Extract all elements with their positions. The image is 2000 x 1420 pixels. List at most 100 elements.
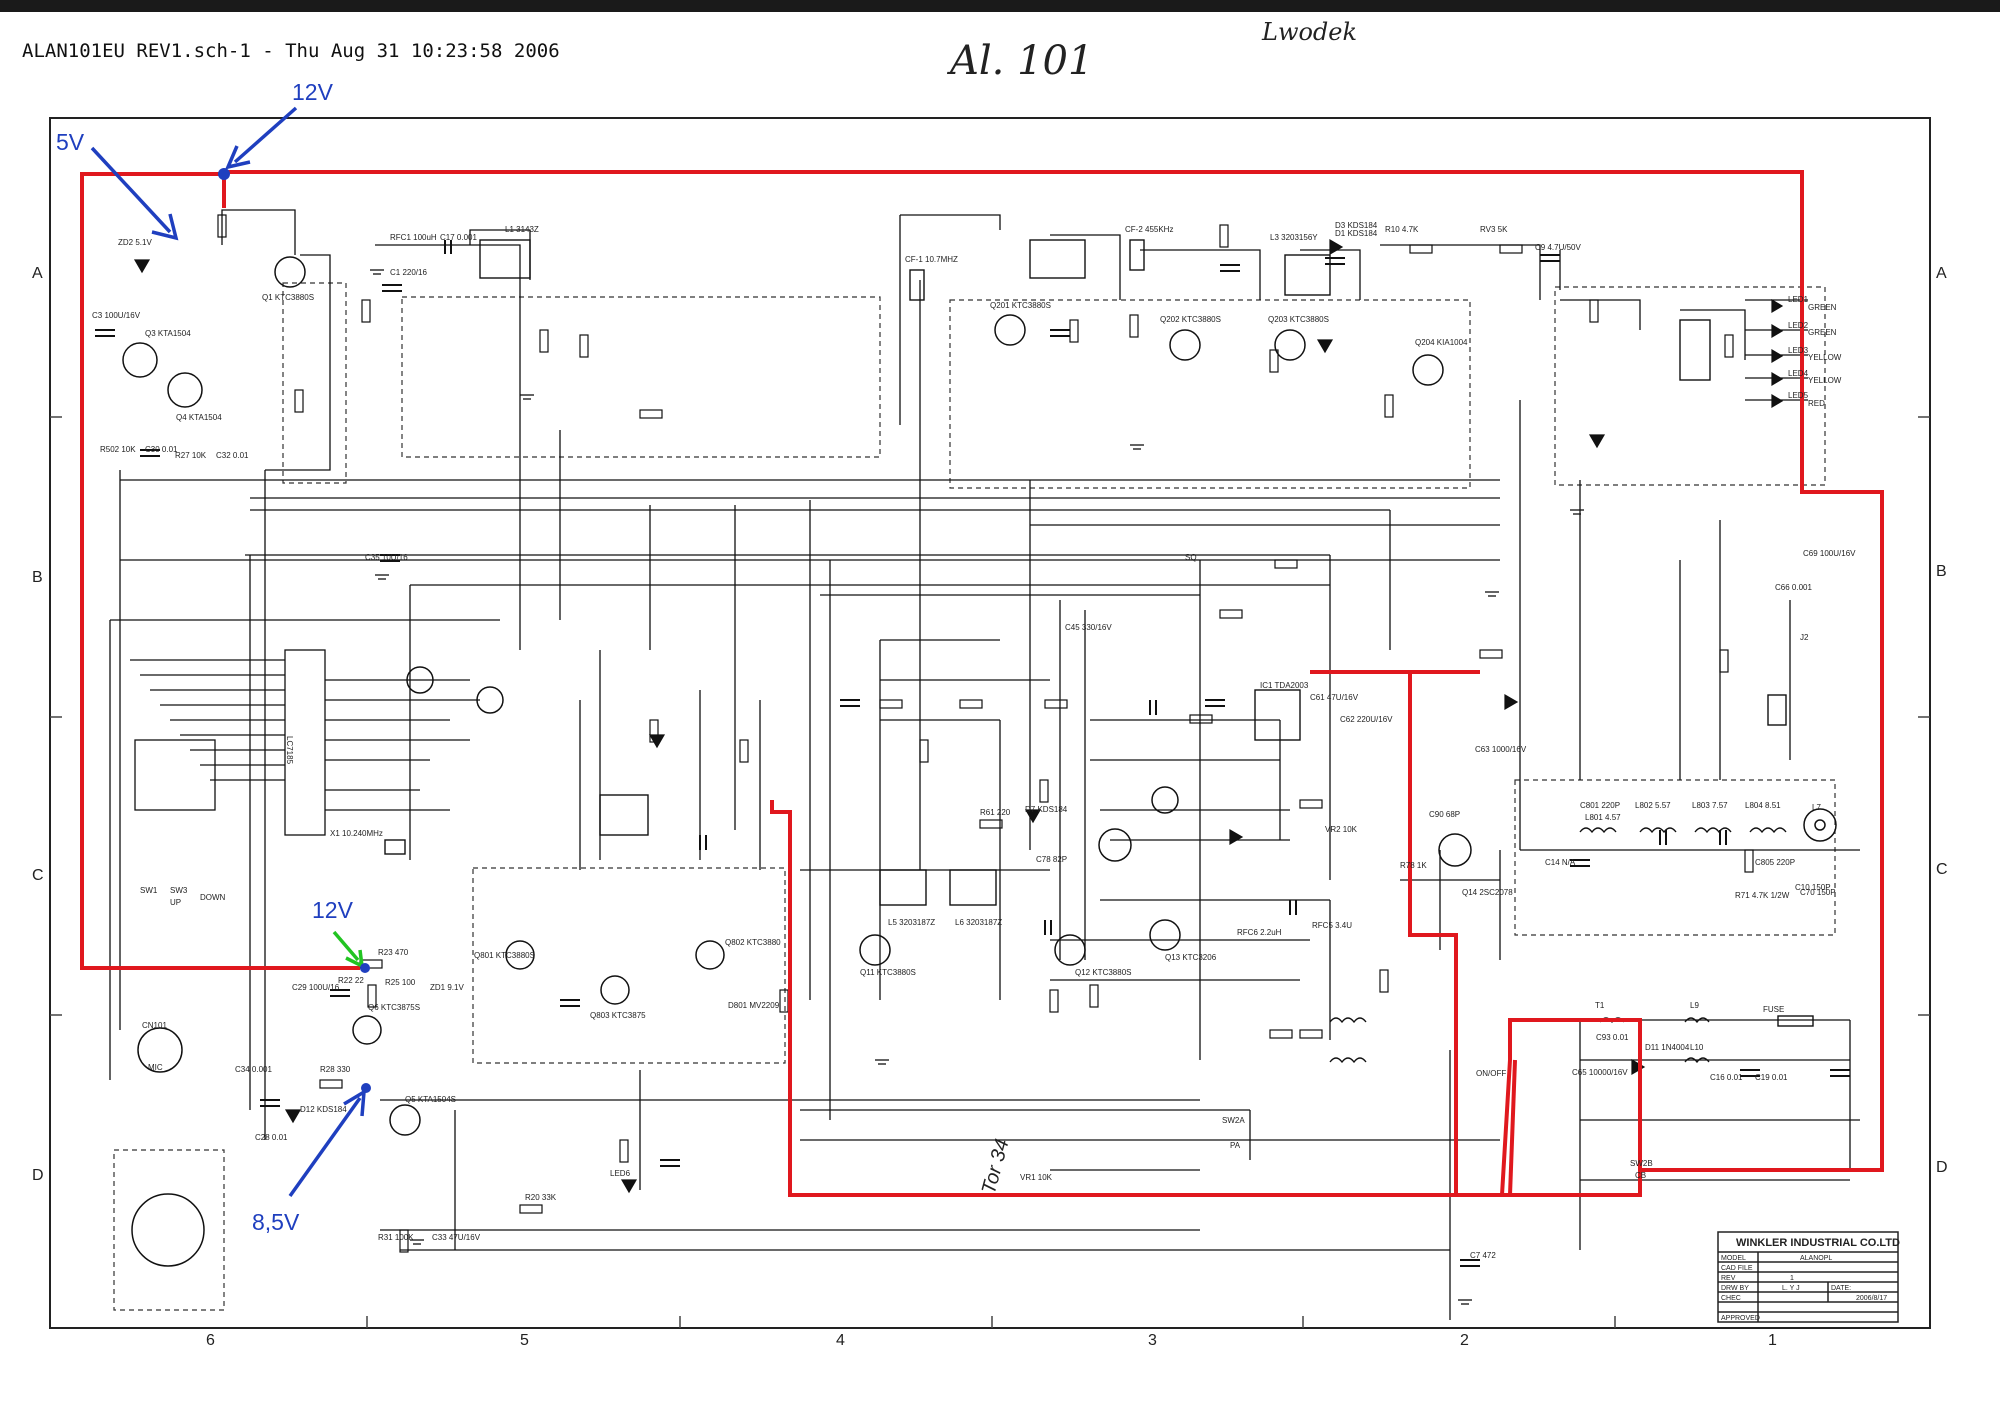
row-label-left: C: [32, 867, 44, 884]
transistor-q4: [167, 372, 203, 408]
red-power-traces: [80, 170, 1884, 1197]
drawing-frame: [49, 117, 1931, 1329]
row-label-left: D: [32, 1167, 44, 1184]
part-label: SW2A: [1222, 1116, 1245, 1125]
part-label: C90 68P: [1429, 810, 1460, 819]
part-label: D1 KDS184: [1335, 229, 1378, 238]
led-color: YELLOW: [1808, 353, 1842, 362]
part-label: X1 10.240MHz: [330, 829, 383, 838]
transistor-q3: [122, 342, 158, 378]
part-label: C45 330/16V: [1065, 623, 1112, 632]
transistor-q6: [389, 1104, 421, 1136]
resistor: [979, 819, 1003, 829]
led-1: [1771, 298, 1784, 314]
col-label: 6: [206, 1332, 215, 1349]
transistor-q5: [352, 1015, 382, 1045]
resistor: [399, 1229, 409, 1253]
part-label: L1 3143Z: [505, 225, 539, 234]
part-label: L802 5.57: [1635, 801, 1671, 810]
switch-label: ON/OFF: [1476, 1069, 1506, 1078]
part-label: CB: [1635, 1171, 1646, 1180]
col-label: 2: [1460, 1332, 1469, 1349]
part-label: C7 472: [1470, 1251, 1496, 1260]
resistor: [1274, 559, 1298, 569]
led-name: LED1: [1788, 295, 1809, 304]
resistor: [1589, 299, 1599, 323]
transistor-q14: [1438, 833, 1472, 867]
part-label: C14 N/A: [1545, 858, 1576, 867]
diode-d5: [648, 734, 666, 749]
part-label: IC1 TDA2003: [1260, 681, 1309, 690]
node-85v: [361, 1083, 371, 1093]
diode-d12: [284, 1109, 302, 1124]
label-5v: 5V: [56, 129, 85, 155]
resistor: [294, 389, 304, 413]
filter-cf1: [909, 269, 925, 301]
part-label: C78 82P: [1036, 855, 1067, 864]
part-label: R28 330: [320, 1065, 351, 1074]
part-label: Q202 KTC3880S: [1160, 315, 1221, 324]
part-label: C10 150P: [1795, 883, 1831, 892]
resistor: [217, 214, 227, 238]
transistor-q9: [1098, 828, 1132, 862]
led6: [620, 1179, 638, 1194]
coil-l6: [949, 869, 997, 906]
drawn-label: DRW BY: [1721, 1285, 1749, 1292]
resistor: [1069, 319, 1079, 343]
antenna-connector-inner: [1814, 819, 1826, 831]
coil-l5: [879, 869, 927, 906]
col-label: 4: [836, 1332, 845, 1349]
arrow-12v-top: [233, 106, 298, 164]
resistor: [619, 1139, 629, 1163]
part-label: C63 1000/16V: [1475, 745, 1527, 754]
part-label: LED6: [610, 1169, 631, 1178]
row-label-right: A: [1936, 265, 1947, 282]
label-12v-top: 12V: [292, 79, 334, 105]
arrow-85v: [288, 1096, 362, 1198]
diode-d10: [1504, 693, 1519, 711]
part-label: SW1: [140, 886, 158, 895]
coil-l1: [479, 239, 531, 279]
date-value: 2006/8/17: [1856, 1295, 1887, 1302]
if-block: [949, 299, 1471, 489]
part-label: R31 100K: [378, 1233, 414, 1242]
resistor-symbols: [217, 214, 1754, 1253]
led-name: LED5: [1788, 391, 1809, 400]
part-label: CF-1 10.7MHZ: [905, 255, 958, 264]
part-label: C3 100U/16V: [92, 311, 141, 320]
part-label: C61 47U/16V: [1310, 693, 1359, 702]
diode-d301: [1588, 434, 1606, 449]
row-label-left: A: [32, 265, 43, 282]
part-label: Q4 KTA1504: [176, 413, 222, 422]
led-2: [1771, 323, 1784, 339]
resistor: [1219, 224, 1229, 248]
row-label-right: D: [1936, 1159, 1948, 1176]
model-label: MODEL: [1721, 1255, 1746, 1262]
arrow-12v-top-head: [225, 145, 251, 170]
transistor-symbols: [122, 256, 1837, 1267]
resistor: [1219, 609, 1243, 619]
part-label: C69 100U/16V: [1803, 549, 1856, 558]
diode-symbols: [133, 238, 1784, 1194]
handwritten-note: Lwodek: [1262, 18, 1358, 46]
label-12v-mid: 12V: [312, 897, 354, 923]
part-label: Q203 KTC3880S: [1268, 315, 1329, 324]
part-label: C9 4.7U/50V: [1535, 243, 1581, 252]
part-label: C805 220P: [1755, 858, 1795, 867]
handwritten-bottom: Tor 34: [978, 1137, 1014, 1197]
red-trace-main-loop: [222, 170, 1884, 1197]
led-5: [1771, 393, 1784, 409]
transistor-q802: [695, 940, 725, 970]
zener-zd2: [133, 259, 151, 274]
part-label: Q1 KTC3880S: [262, 293, 314, 302]
part-label: RFC5 3.4U: [1312, 921, 1352, 930]
part-label: C17 0.001: [440, 233, 477, 242]
led-4: [1771, 371, 1784, 387]
resistor: [1724, 334, 1734, 358]
part-label: SQ: [1185, 553, 1197, 562]
resistor: [319, 1079, 343, 1089]
resistor: [1189, 714, 1213, 724]
part-label: UP: [170, 898, 181, 907]
part-label: J2: [1800, 633, 1809, 642]
sheet-title: ALAN101EU REV1.sch-1 - Thu Aug 31 10:23:…: [22, 40, 560, 62]
